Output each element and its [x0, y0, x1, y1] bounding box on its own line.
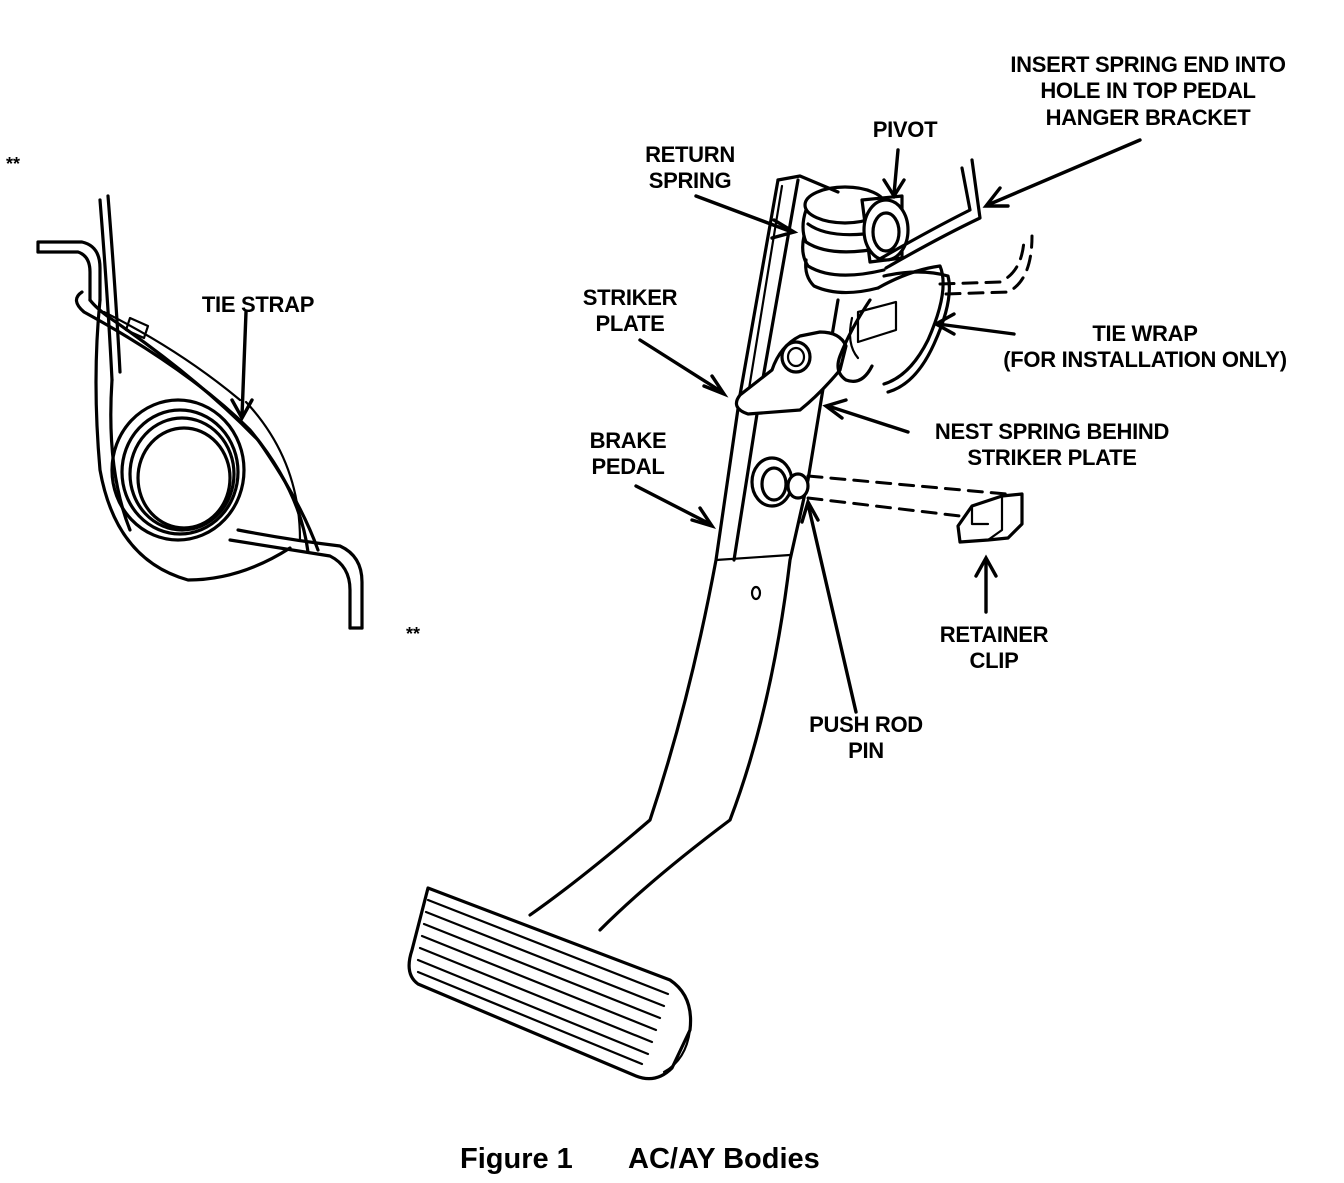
label-tie-wrap-line2: (FOR INSTALLATION ONLY) — [1003, 347, 1287, 372]
label-striker-plate-line2: PLATE — [596, 311, 665, 336]
label-tie-strap: TIE STRAP — [202, 292, 314, 317]
label-tie-wrap-line1: TIE WRAP — [1092, 321, 1197, 346]
detail-marker-left: ** — [6, 154, 20, 174]
detail-marker-main: ** — [406, 624, 420, 644]
label-retainer-clip-line2: CLIP — [970, 648, 1019, 673]
spring-detail-drawing — [36, 194, 364, 630]
label-pivot: PIVOT — [873, 117, 938, 142]
brake-pedal-drawing — [407, 158, 1034, 1081]
label-return-spring-line1: RETURN — [645, 142, 735, 167]
label-insert-spring-line3: HANGER BRACKET — [1046, 105, 1252, 130]
label-push-rod-pin-line1: PUSH ROD — [809, 712, 923, 737]
label-retainer-clip-line1: RETAINER — [940, 622, 1049, 647]
caption-title: AC/AY Bodies — [628, 1143, 820, 1175]
label-push-rod-pin-line2: PIN — [848, 738, 884, 763]
label-nest-spring-line2: STRIKER PLATE — [967, 445, 1136, 470]
label-nest-spring-line1: NEST SPRING BEHIND — [935, 419, 1169, 444]
label-insert-spring-line2: HOLE IN TOP PEDAL — [1040, 78, 1255, 103]
label-return-spring-line2: SPRING — [649, 168, 732, 193]
label-striker-plate-line1: STRIKER — [583, 285, 678, 310]
label-brake-pedal-line2: PEDAL — [591, 454, 664, 479]
callout-arrows — [230, 138, 1142, 714]
label-brake-pedal-line1: BRAKE — [590, 428, 667, 453]
caption-figure-number: Figure 1 — [460, 1143, 573, 1175]
label-insert-spring-line1: INSERT SPRING END INTO — [1010, 52, 1286, 77]
